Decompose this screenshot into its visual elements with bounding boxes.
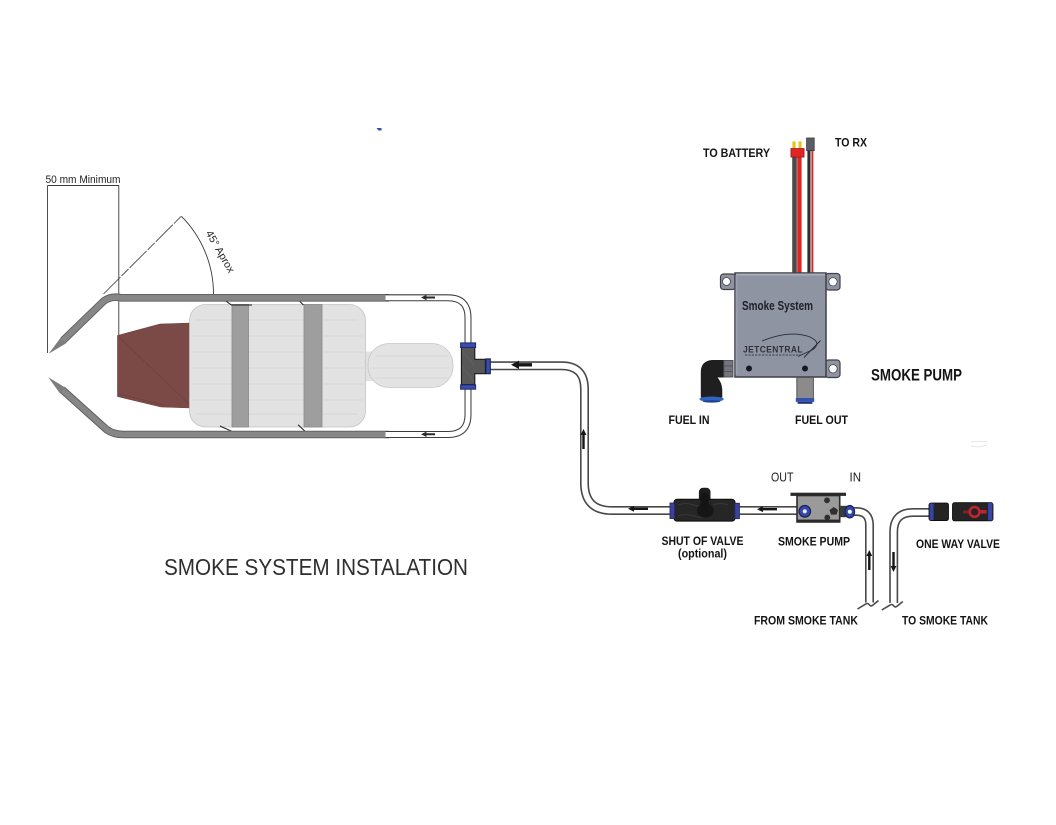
svg-text:FUEL IN: FUEL IN	[669, 413, 710, 427]
svg-text:(optional): (optional)	[678, 547, 727, 561]
svg-text:TO BATTERY: TO BATTERY	[703, 146, 770, 160]
svg-text:SMOKE SYSTEM INSTALATION: SMOKE SYSTEM INSTALATION	[164, 554, 468, 580]
svg-text:SMOKE PUMP: SMOKE PUMP	[871, 367, 962, 385]
svg-text:FROM SMOKE TANK: FROM SMOKE TANK	[754, 614, 858, 628]
svg-text:FUEL OUT: FUEL OUT	[795, 413, 849, 427]
svg-text:Smoke System: Smoke System	[742, 299, 813, 313]
svg-text:SMOKE PUMP: SMOKE PUMP	[778, 535, 850, 549]
svg-text:50 mm Minimum: 50 mm Minimum	[46, 174, 121, 186]
svg-text:SHUT OF VALVE: SHUT OF VALVE	[662, 534, 744, 548]
svg-text:IN: IN	[850, 471, 862, 485]
svg-text:TO RX: TO RX	[835, 136, 867, 150]
svg-text:ONE WAY VALVE: ONE WAY VALVE	[916, 537, 1000, 551]
svg-text:TO SMOKE TANK: TO SMOKE TANK	[902, 614, 988, 628]
svg-text:45° Aprox: 45° Aprox	[203, 229, 237, 276]
svg-text:JETCENTRAL: JETCENTRAL	[743, 345, 803, 355]
svg-text:OUT: OUT	[771, 471, 794, 485]
